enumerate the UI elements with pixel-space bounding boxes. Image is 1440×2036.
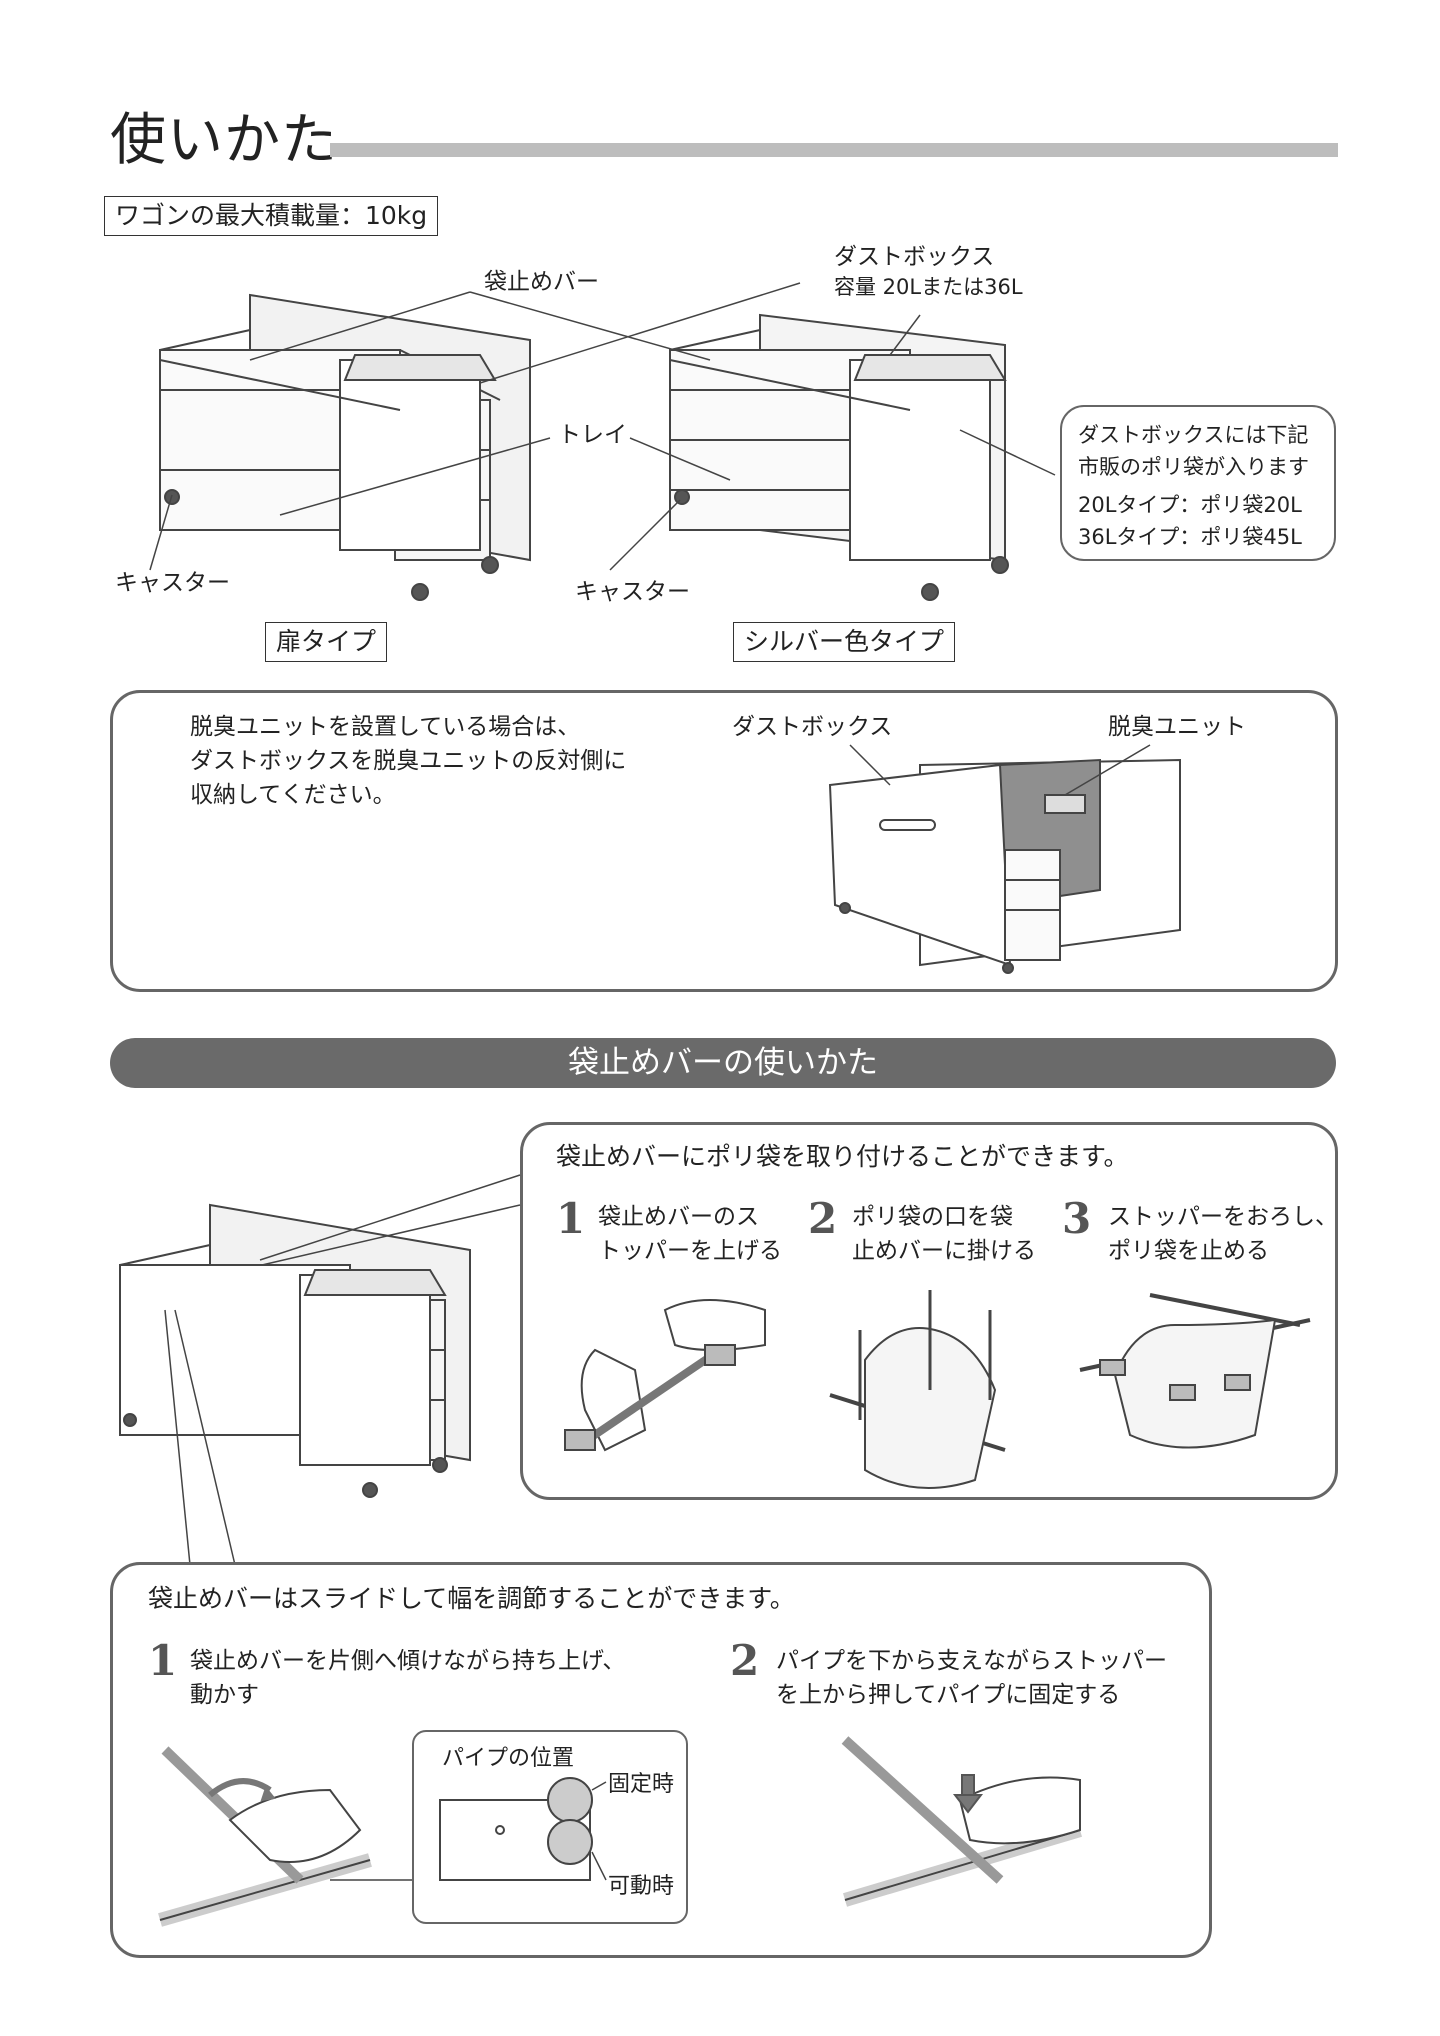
deodorizer-label-dustbox: ダストボックス — [732, 714, 893, 740]
attach-step-2-number: 2 — [808, 1194, 838, 1243]
slide-step-2-number: 2 — [730, 1636, 760, 1685]
pipe-position-label: パイプの位置 — [442, 1746, 575, 1771]
attach-step-3-line-1: ストッパーをおろし、 — [1108, 1204, 1338, 1230]
attach-step-1-number: 1 — [556, 1194, 586, 1243]
slide-step-1-number: 1 — [148, 1636, 178, 1685]
attach-step-2-line-2: 止めバーに掛ける — [852, 1238, 1036, 1264]
callout-line-3: 20Lタイプ：ポリ袋20L — [1078, 493, 1302, 517]
slide-step-2-line-2: を上から押してパイプに固定する — [776, 1682, 1121, 1708]
type-door-label: 扉タイプ — [265, 622, 388, 662]
label-bag-bar: 袋止めバー — [484, 269, 599, 295]
attach-steps-illustrations — [119, 1174, 1311, 1566]
cabinet-illustration — [828, 744, 1181, 974]
page-title: 使いかた — [110, 108, 338, 173]
section-title-bar: 袋止めバーの使いかた — [110, 1038, 1336, 1088]
attach-step-1-line-1: 袋止めバーのス — [598, 1204, 759, 1230]
slide-step-1-line-2: 動かす — [190, 1682, 259, 1708]
attach-step-3-number: 3 — [1062, 1194, 1092, 1243]
callout-line-2: 市販のポリ袋が入ります — [1078, 455, 1309, 479]
callout-line-1: ダストボックスには下記 — [1078, 423, 1309, 447]
attach-step-1-line-2: トッパーを上げる — [598, 1238, 782, 1264]
label-capacity: 容量 20Lまたは36L — [834, 275, 1023, 299]
title-rule — [330, 143, 1338, 157]
deodorizer-note-line-2: ダストボックスを脱臭ユニットの反対側に — [190, 748, 627, 774]
label-caster-right: キャスター — [575, 579, 690, 605]
fixed-label: 固定時 — [608, 1772, 675, 1797]
deodorizer-note-line-1: 脱臭ユニットを設置している場合は、 — [190, 714, 581, 740]
door-type-wagon-illustration — [149, 282, 1056, 601]
max-load-label: ワゴンの最大積載量：10kg — [104, 196, 439, 236]
attach-heading: 袋止めバーにポリ袋を取り付けることができます。 — [556, 1142, 1129, 1171]
polybag-callout: ダストボックスには下記 市販のポリ袋が入ります 20Lタイプ：ポリ袋20L 36… — [1060, 405, 1336, 561]
attach-step-2-line-1: ポリ袋の口を袋 — [852, 1204, 1013, 1230]
slide-step-2-line-1: パイプを下から支えながらストッパー — [776, 1648, 1167, 1674]
label-tray: トレイ — [558, 422, 627, 448]
type-silver-label: シルバー色タイプ — [733, 622, 956, 662]
deodorizer-label-unit: 脱臭ユニット — [1108, 714, 1246, 740]
slide-step-1-line-1: 袋止めバーを片側へ傾けながら持ち上げ、 — [190, 1648, 626, 1674]
slide-heading: 袋止めバーはスライドして幅を調節することができます。 — [148, 1584, 795, 1613]
movable-label: 可動時 — [608, 1874, 675, 1899]
label-caster-left: キャスター — [115, 570, 230, 596]
callout-line-4: 36Lタイプ：ポリ袋45L — [1078, 525, 1302, 549]
attach-step-3-line-2: ポリ袋を止める — [1108, 1238, 1269, 1264]
deodorizer-note-line-3: 収納してください。 — [190, 782, 396, 808]
label-dustbox: ダストボックス — [834, 244, 995, 270]
